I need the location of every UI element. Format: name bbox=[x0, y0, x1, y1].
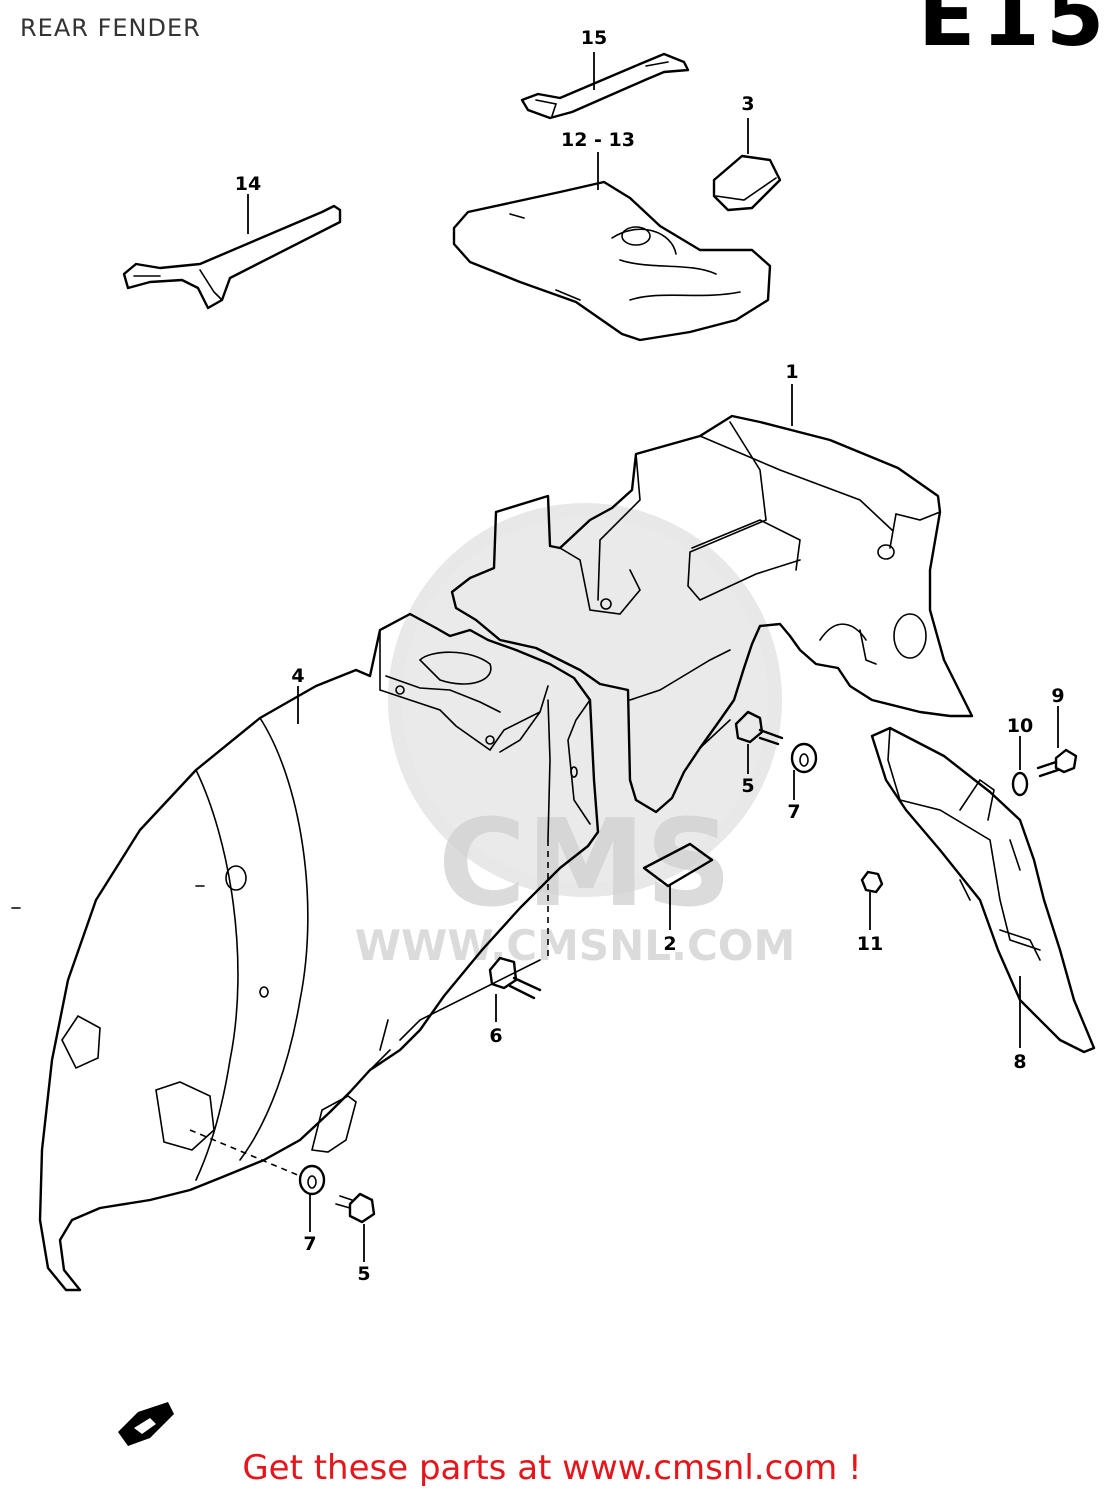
callout-5-upper: 5 bbox=[741, 775, 754, 797]
callout-2: 2 bbox=[663, 933, 676, 955]
part-washer-10 bbox=[1011, 771, 1029, 797]
callout-3: 3 bbox=[741, 93, 754, 115]
part-nut-11 bbox=[860, 870, 884, 894]
watermark-url: WWW.CMSNL.COM bbox=[355, 921, 796, 970]
callout-14: 14 bbox=[235, 173, 261, 195]
part-strap bbox=[520, 52, 690, 120]
part-screw-9 bbox=[1036, 748, 1078, 778]
part-bolt-5-lower bbox=[335, 1192, 376, 1224]
callout-11: 11 bbox=[857, 933, 883, 955]
callout-12-13: 12 - 13 bbox=[561, 129, 635, 151]
callout-10: 10 bbox=[1007, 715, 1033, 737]
callout-15: 15 bbox=[581, 27, 607, 49]
callout-7-lower: 7 bbox=[303, 1233, 316, 1255]
callout-5-lower: 5 bbox=[357, 1263, 370, 1285]
part-washer-7-lower bbox=[298, 1164, 326, 1196]
part-bolt-6 bbox=[488, 956, 542, 1000]
callout-6: 6 bbox=[489, 1025, 502, 1047]
part-wrench-tool bbox=[122, 204, 342, 310]
part-mud-flap bbox=[870, 726, 1096, 1054]
part-rear-fender bbox=[11, 612, 600, 1292]
part-washer-7-upper bbox=[790, 742, 818, 774]
callout-1: 1 bbox=[785, 361, 798, 383]
page-title: REAR FENDER bbox=[20, 14, 201, 42]
callout-9: 9 bbox=[1051, 685, 1064, 707]
callout-8: 8 bbox=[1013, 1051, 1026, 1073]
callout-4: 4 bbox=[291, 665, 304, 687]
part-bolt-5-upper bbox=[734, 710, 784, 746]
promo-link[interactable]: Get these parts at www.cmsnl.com ! bbox=[242, 1448, 862, 1488]
watermark: CMS WWW.CMSNL.COM bbox=[355, 503, 796, 970]
callout-labels: 15 3 12 - 13 14 1 4 5 7 2 11 6 8 9 10 7 … bbox=[235, 27, 1065, 1285]
leader-lines bbox=[247, 52, 1059, 1262]
front-arrow-icon bbox=[118, 1402, 174, 1446]
diagram-code: E15 bbox=[918, 0, 1104, 65]
part-tool-bag bbox=[452, 180, 772, 342]
part-rear-fender-upper bbox=[450, 414, 974, 814]
callout-7-upper: 7 bbox=[787, 801, 800, 823]
watermark-brand: CMS bbox=[438, 795, 732, 934]
part-cushion-pad bbox=[712, 154, 782, 212]
part-label-sticker bbox=[642, 842, 714, 888]
